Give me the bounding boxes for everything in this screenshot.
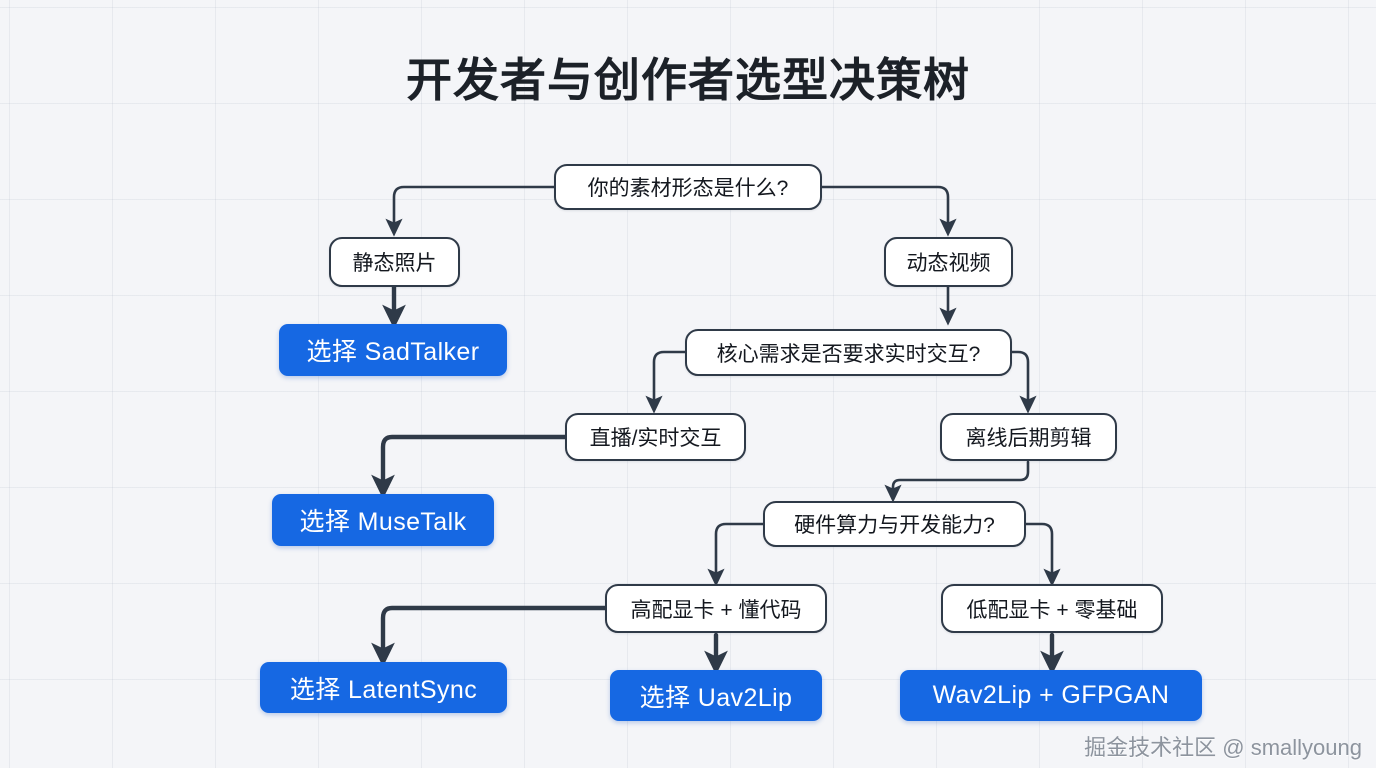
node-result-wav2lip-gfpgan[interactable]: Wav2Lip + GFPGAN [900, 670, 1202, 721]
watermark: 掘金技术社区 @ smallyoung [1084, 735, 1362, 760]
node-branch-high-gpu[interactable]: 高配显卡 + 懂代码 [605, 584, 827, 633]
node-branch-dynamic-video[interactable]: 动态视频 [884, 237, 1013, 287]
node-root-question-label: 你的素材形态是什么? [587, 177, 789, 200]
node-result-latentsync[interactable]: 选择 LatentSync [260, 662, 507, 713]
edge-offline-to-hardware-question [884, 460, 1030, 503]
node-result-uav2lip[interactable]: 选择 Uav2Lip [610, 670, 822, 721]
node-result-sadtalker[interactable]: 选择 SadTalker [279, 324, 507, 376]
node-question-hardware[interactable]: 硬件算力与开发能力? [763, 501, 1026, 547]
node-result-musetalk-label: 选择 MuseTalk [299, 508, 467, 536]
node-root-question[interactable]: 你的素材形态是什么? [554, 164, 822, 210]
node-branch-low-gpu[interactable]: 低配显卡 + 零基础 [941, 584, 1163, 633]
node-result-uav2lip-label: 选择 Uav2Lip [639, 683, 793, 712]
edge-realtime-question-to-live [645, 350, 687, 414]
edge-hardware-question-to-high-gpu [707, 522, 765, 587]
node-question-realtime[interactable]: 核心需求是否要求实时交互? [685, 329, 1012, 376]
node-result-musetalk[interactable]: 选择 MuseTalk [272, 494, 494, 546]
node-branch-live-realtime[interactable]: 直播/实时交互 [565, 413, 746, 461]
node-result-sadtalker-label: 选择 SadTalker [306, 338, 480, 366]
node-branch-static-photo[interactable]: 静态照片 [329, 237, 460, 287]
node-branch-live-realtime-label: 直播/实时交互 [589, 427, 722, 450]
node-result-latentsync-label: 选择 LatentSync [289, 675, 478, 704]
node-branch-high-gpu-label: 高配显卡 + 懂代码 [630, 598, 802, 622]
node-branch-offline-editing[interactable]: 离线后期剪辑 [940, 413, 1117, 461]
edge-root-to-photo [385, 185, 556, 237]
edge-realtime-question-to-offline [1010, 350, 1037, 414]
edge-live-to-musetalk [371, 434, 568, 499]
edge-root-to-video [820, 185, 957, 237]
node-question-realtime-label: 核心需求是否要求实时交互? [716, 342, 981, 366]
node-branch-low-gpu-label: 低配显卡 + 零基础 [966, 598, 1138, 622]
node-branch-dynamic-video-label: 动态视频 [906, 252, 991, 275]
page-title: 开发者与创作者选型决策树 [406, 54, 970, 106]
node-branch-static-photo-label: 静态照片 [352, 252, 437, 275]
edge-high-gpu-to-latentsync [371, 605, 608, 667]
node-result-wav2lip-gfpgan-label: Wav2Lip + GFPGAN [932, 681, 1170, 709]
node-branch-offline-editing-label: 离线后期剪辑 [965, 427, 1092, 450]
node-question-hardware-label: 硬件算力与开发能力? [794, 514, 995, 537]
edge-hardware-question-to-low-gpu [1024, 522, 1061, 587]
